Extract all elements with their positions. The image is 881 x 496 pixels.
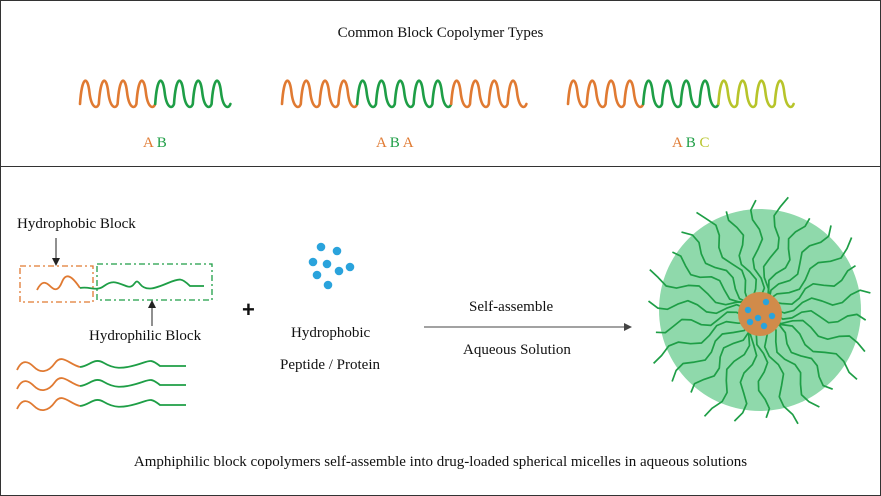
label-aba-b: B: [389, 135, 400, 151]
micelle: [647, 196, 871, 425]
stacked-chain-b: [79, 399, 186, 408]
micelle-arm: [770, 264, 856, 306]
micelle-arm: [672, 251, 751, 303]
hydrophilic-block-label: Hydrophilic Block: [89, 328, 202, 344]
payload-line1: Hydrophobic: [291, 325, 371, 341]
label-aba-a2: A: [402, 135, 414, 151]
micelle-arm: [653, 320, 750, 365]
micelle-arm: [762, 196, 789, 300]
core-drug-dot: [760, 322, 768, 330]
micelle-arm: [773, 309, 867, 324]
drug-dot: [308, 257, 318, 267]
plus-sign: +: [242, 297, 255, 322]
core-drug-dot: [754, 314, 762, 322]
micelle-core-drugs: [744, 298, 776, 330]
hydrophilic-arrowhead: [148, 300, 156, 308]
micelle-arm: [681, 231, 750, 304]
micelle-arm: [671, 322, 752, 382]
hydrophobic-box: [19, 265, 94, 303]
process-line2: Aqueous Solution: [463, 342, 571, 358]
process-line1: Self-assemble: [469, 299, 554, 315]
micelle-arm: [733, 324, 758, 422]
stacked-chain-b: [79, 360, 186, 369]
hydrophilic-box: [96, 263, 213, 301]
core-drug-dot: [744, 306, 752, 314]
wave-block-0-1: [153, 79, 232, 109]
label-aba: A B A: [376, 136, 414, 151]
label-ab-a: A: [143, 135, 154, 151]
stacked-chain-b: [79, 379, 186, 388]
section-divider: [0, 166, 881, 167]
chain-stack: [16, 358, 186, 411]
micelle-arm: [767, 237, 853, 301]
micelle-arm: [767, 225, 832, 302]
wave-block-0-0: [78, 79, 157, 109]
micelle-arm: [655, 311, 748, 334]
micelle-arm: [755, 325, 771, 419]
hydrophobic-arrowhead: [52, 258, 60, 266]
micelle-arm: [767, 217, 811, 302]
core-drug-dot: [762, 298, 770, 306]
payload-line2: Peptide / Protein: [280, 357, 380, 373]
label-ab-b: B: [156, 135, 167, 151]
micelle-arm: [696, 211, 750, 303]
micelle-arm: [768, 321, 834, 390]
drug-dots: [308, 242, 355, 290]
wave-block-2-2: [717, 79, 795, 109]
drug-dot: [323, 280, 333, 290]
drug-dot: [312, 270, 322, 280]
drug-dot: [322, 259, 332, 269]
label-aba-a1: A: [376, 135, 387, 151]
wave-block-2-0: [566, 79, 645, 109]
stacked-chain-a: [16, 358, 81, 372]
drug-dot: [316, 242, 326, 252]
sample-chain-b: [79, 278, 204, 290]
micelle-arm: [773, 289, 871, 314]
micelle-arm: [690, 321, 751, 393]
wave-block-2-1: [641, 79, 720, 109]
process-arrowhead: [624, 323, 632, 331]
micelle-arms: [647, 196, 871, 425]
label-abc-c: C: [699, 135, 710, 151]
micelle-arm: [769, 322, 858, 381]
drug-dot: [334, 266, 344, 276]
hydrophobic-block-label: Hydrophobic Block: [17, 216, 136, 232]
drug-dot: [345, 262, 355, 272]
label-abc-b: B: [685, 135, 696, 151]
micelle-arm: [725, 211, 758, 300]
wave-block-1-1: [355, 79, 453, 109]
micelle-arm: [769, 321, 820, 408]
micelle-arm: [649, 268, 749, 306]
wave-block-1-0: [280, 79, 359, 109]
micelle-arm: [703, 322, 751, 417]
sample-chain-a: [36, 275, 81, 291]
stacked-chain-a: [16, 377, 81, 391]
micelle-arm: [771, 319, 866, 353]
label-abc: A B C: [672, 136, 710, 151]
micelle-core: [738, 292, 782, 336]
figure-caption: Amphiphilic block copolymers self-assemb…: [133, 454, 748, 470]
copolymer-waves: [78, 79, 795, 109]
stacked-chain-a: [16, 397, 81, 411]
micelle-arm: [763, 323, 799, 425]
label-ab: A B: [143, 136, 167, 151]
micelle-arm: [749, 199, 766, 299]
drug-dot: [332, 246, 342, 256]
core-drug-dot: [746, 318, 754, 326]
label-abc-a: A: [672, 135, 683, 151]
figure-title: Common Block Copolymer Types: [337, 25, 544, 41]
micelle-arm: [647, 299, 747, 315]
core-drug-dot: [768, 312, 776, 320]
wave-block-1-2: [449, 79, 528, 109]
